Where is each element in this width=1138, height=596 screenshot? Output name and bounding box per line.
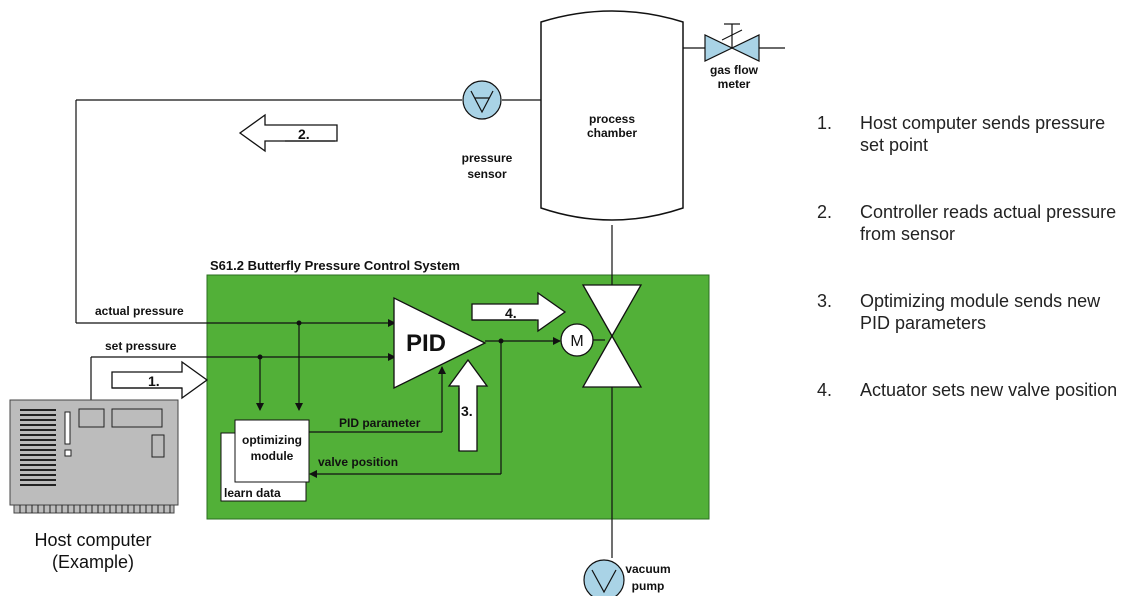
step-arrow-3: 3. [447,358,489,452]
host-computer-label: Host computer [34,530,151,550]
legend-number: 2. [817,202,833,222]
step-arrow-2: 2. [238,113,338,153]
step-arrow-4: 4. [471,291,567,333]
legend-text: Host computer sends pressure set point [860,113,1106,155]
motor-label: M [570,333,583,350]
legend-number: 4. [817,380,833,400]
pid-controller [393,296,487,390]
host-computer-icon [9,399,179,514]
legend-text: Actuator sets new valve position [860,380,1118,400]
legend-number: 3. [817,291,833,311]
set-pressure-label: set pressure [105,339,177,353]
legend-item: 3. Optimizing module sends new PID param… [817,290,1137,334]
butterfly-valve-icon [581,284,643,388]
legend-text: Controller reads actual pressure from se… [860,202,1117,244]
motor-icon: M [560,323,594,357]
valve-position-label: valve position [318,455,398,469]
gas-flow-meter-icon [704,23,760,62]
steps-legend: 1. Host computer sends pressure set poin… [817,112,1137,446]
optimizing-module-box [234,419,310,483]
host-computer-example-label: (Example) [52,552,134,572]
legend-number: 1. [817,113,833,133]
svg-text:3.: 3. [461,403,473,419]
legend-item: 1. Host computer sends pressure set poin… [817,112,1137,156]
vacuum-pump-icon [583,559,625,596]
svg-text:2.: 2. [298,126,310,142]
pid-label: PID [406,330,446,357]
learn-data-label: learn data [224,486,281,500]
svg-text:1.: 1. [148,373,160,389]
system-title: S61.2 Butterfly Pressure Control System [210,258,460,273]
step-arrow-1: 1. [111,360,209,400]
legend-item: 2. Controller reads actual pressure from… [817,201,1137,245]
actual-pressure-label: actual pressure [95,304,184,318]
pressure-sensor-icon [462,80,502,120]
legend-item: 4. Actuator sets new valve position [817,379,1137,401]
svg-text:4.: 4. [505,305,517,321]
process-chamber [540,10,684,221]
pid-parameter-label: PID parameter [339,416,421,430]
legend-text: Optimizing module sends new PID paramete… [860,291,1101,333]
